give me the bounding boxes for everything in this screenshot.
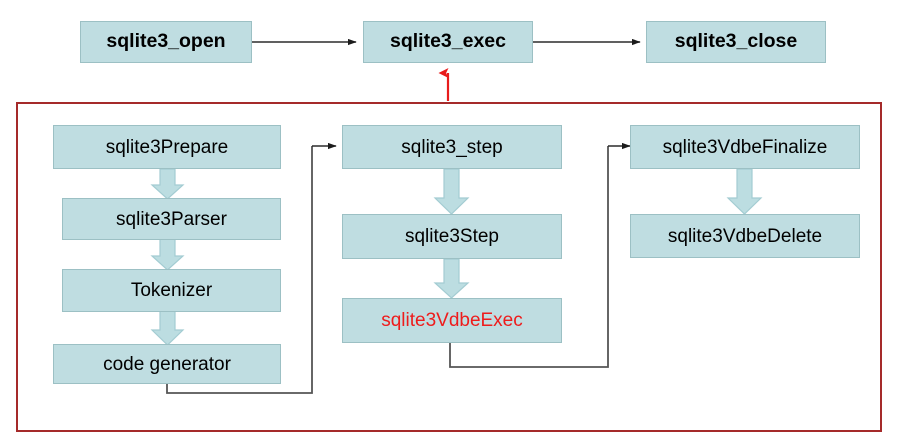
node-sqlite3vdbefinalize[interactable]: sqlite3VdbeFinalize xyxy=(630,125,860,169)
node-sqlite3-close[interactable]: sqlite3_close xyxy=(646,21,826,63)
node-code-generator[interactable]: code generator xyxy=(53,344,281,384)
node-sqlite3step[interactable]: sqlite3Step xyxy=(342,214,562,259)
group-container-sqlite3-exec-internals xyxy=(16,102,882,432)
node-label: code generator xyxy=(103,353,231,375)
node-sqlite3vdbedelete[interactable]: sqlite3VdbeDelete xyxy=(630,214,860,258)
node-label: sqlite3_close xyxy=(674,30,798,53)
node-label: sqlite3VdbeDelete xyxy=(667,225,823,247)
node-sqlite3-open[interactable]: sqlite3_open xyxy=(80,21,252,63)
node-label: sqlite3Step xyxy=(404,226,499,247)
node-sqlite3prepare[interactable]: sqlite3Prepare xyxy=(53,125,281,169)
node-label: sqlite3VdbeExec xyxy=(381,310,523,331)
node-sqlite3-step[interactable]: sqlite3_step xyxy=(342,125,562,169)
node-label: sqlite3_open xyxy=(106,30,226,53)
node-label: sqlite3Prepare xyxy=(105,136,229,158)
node-label: sqlite3Parser xyxy=(116,208,227,230)
node-sqlite3vdbeexec[interactable]: sqlite3VdbeExec xyxy=(342,298,562,343)
node-tokenizer[interactable]: Tokenizer xyxy=(62,269,281,312)
node-label: sqlite3_step xyxy=(401,136,503,158)
node-sqlite3parser[interactable]: sqlite3Parser xyxy=(62,198,281,240)
node-sqlite3-exec[interactable]: sqlite3_exec xyxy=(363,21,533,63)
node-label: Tokenizer xyxy=(130,280,213,301)
node-label: sqlite3_exec xyxy=(389,30,506,53)
node-label: sqlite3VdbeFinalize xyxy=(662,136,828,158)
